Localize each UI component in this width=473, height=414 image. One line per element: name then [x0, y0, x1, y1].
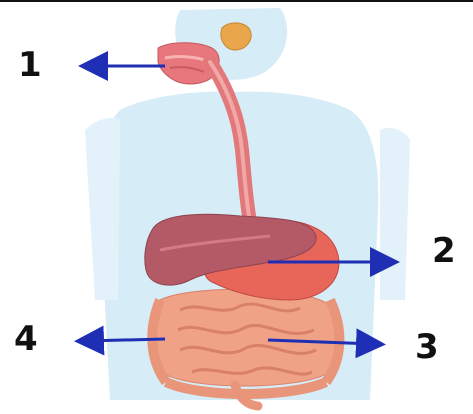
salivary-gland	[221, 23, 251, 50]
label-1: 1	[18, 48, 42, 82]
label-3: 3	[415, 330, 439, 364]
arrow-4	[86, 339, 165, 341]
label-2: 2	[432, 234, 456, 268]
label-4: 4	[14, 322, 38, 356]
